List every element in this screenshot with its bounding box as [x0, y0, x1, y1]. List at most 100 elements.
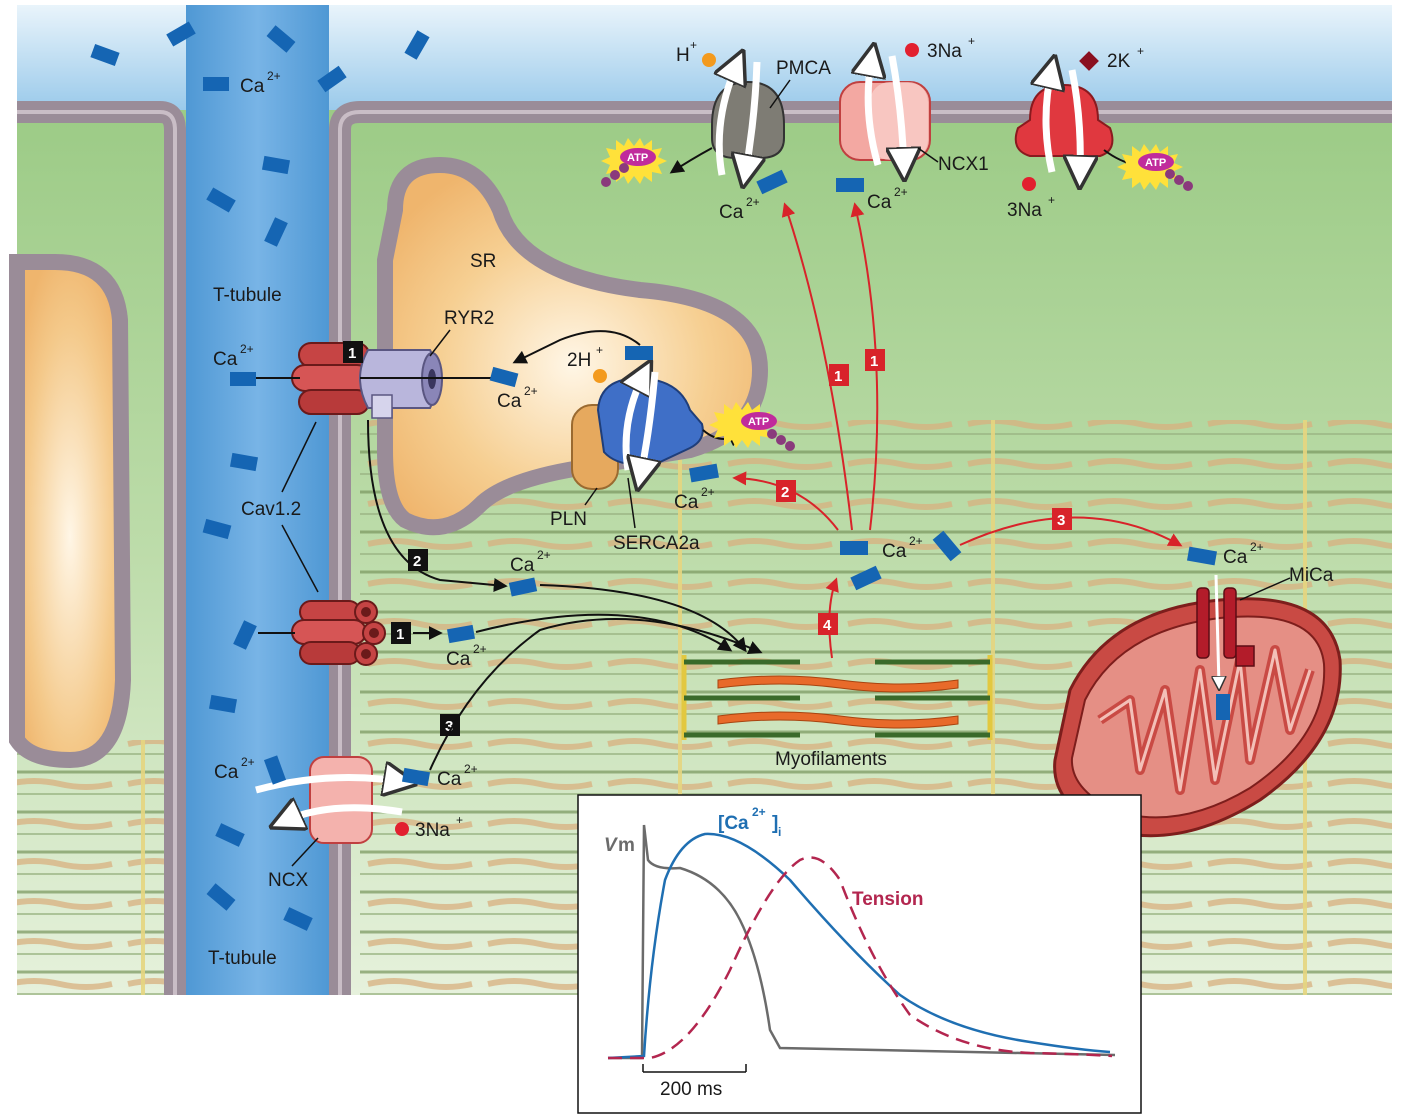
svg-text:]: ]: [772, 813, 778, 834]
svg-text:i: i: [778, 825, 781, 839]
svg-text:4: 4: [823, 617, 832, 634]
mica-label: MiCa: [1289, 565, 1334, 586]
ca-transient-label: [Ca 2+ ] i: [718, 805, 781, 839]
sr-label: SR: [470, 251, 496, 272]
svg-text:Ca: Ca: [510, 555, 535, 576]
ca-label-cav-top: Ca 2+: [213, 342, 254, 370]
atp-pmca: ATP: [601, 138, 667, 187]
svg-text:3: 3: [1057, 512, 1065, 529]
svg-text:V: V: [604, 835, 618, 856]
svg-text:2+: 2+: [473, 642, 487, 656]
svg-text:2+: 2+: [894, 185, 908, 199]
svg-text:1: 1: [348, 345, 356, 362]
ncx-label: NCX: [268, 870, 308, 891]
ca-label-sr-release: Ca 2+: [497, 384, 538, 412]
ca-label-serca-cyto: Ca 2+: [674, 485, 715, 513]
ca-label-ncx1: Ca 2+: [867, 185, 908, 213]
na-label-nka: 3Na +: [1007, 193, 1055, 221]
ca-label-pmca: Ca 2+: [719, 195, 760, 223]
svg-text:2+: 2+: [909, 534, 923, 548]
black-pathway-arrows: [367, 330, 763, 771]
svg-text:Ca: Ca: [719, 202, 744, 223]
svg-text:3Na: 3Na: [1007, 200, 1042, 221]
na-ion-nka: [1022, 177, 1036, 191]
svg-text:2+: 2+: [241, 755, 255, 769]
svg-text:2: 2: [781, 484, 789, 501]
svg-text:ATP: ATP: [748, 416, 769, 428]
serca2a-label: SERCA2a: [613, 533, 700, 554]
svg-text:2+: 2+: [537, 548, 551, 562]
svg-text:Ca: Ca: [446, 649, 471, 670]
mitochondrion: [1053, 597, 1342, 838]
svg-text:2+: 2+: [752, 805, 766, 819]
svg-text:2+: 2+: [1250, 540, 1264, 554]
inset-trace-panel: V m [Ca 2+ ] i Tension 200 ms: [577, 794, 1142, 1114]
ncx-exchanger: [255, 756, 404, 844]
ncx1-exchanger: [839, 56, 931, 168]
red-step-badge-1b: 1: [865, 349, 885, 371]
svg-text:1: 1: [870, 353, 878, 370]
ryr2-leader: [429, 329, 451, 357]
svg-text:2+: 2+: [746, 195, 760, 209]
svg-text:2+: 2+: [524, 384, 538, 398]
ca-ion-ncx1: [836, 178, 864, 192]
h-ion-serca: [593, 369, 607, 383]
red-step-badge-1a: 1: [829, 364, 849, 386]
sr-left: [9, 254, 132, 769]
svg-text:Ca: Ca: [867, 192, 892, 213]
svg-text:ATP: ATP: [1145, 157, 1166, 169]
svg-text:1: 1: [396, 626, 404, 643]
myofilaments: [681, 655, 993, 740]
myofilaments-label: Myofilaments: [775, 749, 887, 770]
scale-bar: [642, 1064, 747, 1073]
svg-text:Ca: Ca: [882, 541, 907, 562]
ca-ion-cav-top: [230, 372, 256, 386]
svg-text:+: +: [968, 34, 975, 48]
pln-leader: [584, 487, 598, 506]
cytosolic-calcium-cluster: [840, 530, 962, 591]
h-label-pmca: H +: [676, 38, 697, 66]
ca-transient-trace: [607, 832, 1111, 1060]
ca-ion-mito-outer: [1186, 546, 1218, 566]
red-step-badge-2: 2: [776, 480, 796, 502]
svg-text:+: +: [1137, 44, 1144, 58]
ca-label-mito: Ca 2+: [1223, 540, 1264, 568]
pmca-leader: [769, 79, 791, 109]
ca-ion-serca-cyto: [688, 463, 720, 483]
svg-text:2+: 2+: [240, 342, 254, 356]
atp-serca: ATP: [709, 402, 795, 451]
na-k-atpase: [1014, 68, 1114, 176]
t-tubule-label-top: T-tubule: [213, 285, 282, 306]
svg-text:3: 3: [445, 718, 453, 735]
ca-ion-ncx-in: [401, 767, 431, 787]
serca2a-pump: [596, 372, 704, 478]
svg-text:ATP: ATP: [627, 152, 648, 164]
svg-text:+: +: [690, 38, 697, 52]
vm-label: V m: [604, 835, 635, 856]
svg-text:Ca: Ca: [674, 492, 699, 513]
svg-text:+: +: [596, 343, 603, 357]
svg-text:Ca: Ca: [437, 769, 462, 790]
vm-trace: [608, 824, 1116, 1060]
k-ion: [1079, 51, 1099, 71]
svg-text:+: +: [456, 813, 463, 827]
t-tubule-calcium: [202, 155, 313, 931]
ca-label-cytosolic: Ca 2+: [882, 534, 923, 562]
k-label: 2K +: [1107, 44, 1144, 72]
svg-text:[Ca: [Ca: [718, 813, 749, 834]
ryr2-channel: [359, 349, 500, 419]
extracellular-calcium: [90, 21, 430, 93]
cav12-leader-top: [281, 421, 317, 493]
tension-label: Tension: [852, 889, 923, 910]
svg-text:1: 1: [834, 368, 842, 385]
svg-text:Ca: Ca: [213, 349, 238, 370]
sarcolemma-inner: [17, 110, 1392, 995]
h-ion-pmca: [702, 53, 716, 67]
svg-text:2+: 2+: [267, 69, 281, 83]
ca-ion-cicr: [508, 577, 538, 597]
atp-arrow-pmca: [669, 147, 713, 174]
ca-ion-mito-inner: [1216, 694, 1230, 720]
ca-ion-sr-release: [489, 366, 519, 388]
na-ion-ncx1: [905, 43, 919, 57]
